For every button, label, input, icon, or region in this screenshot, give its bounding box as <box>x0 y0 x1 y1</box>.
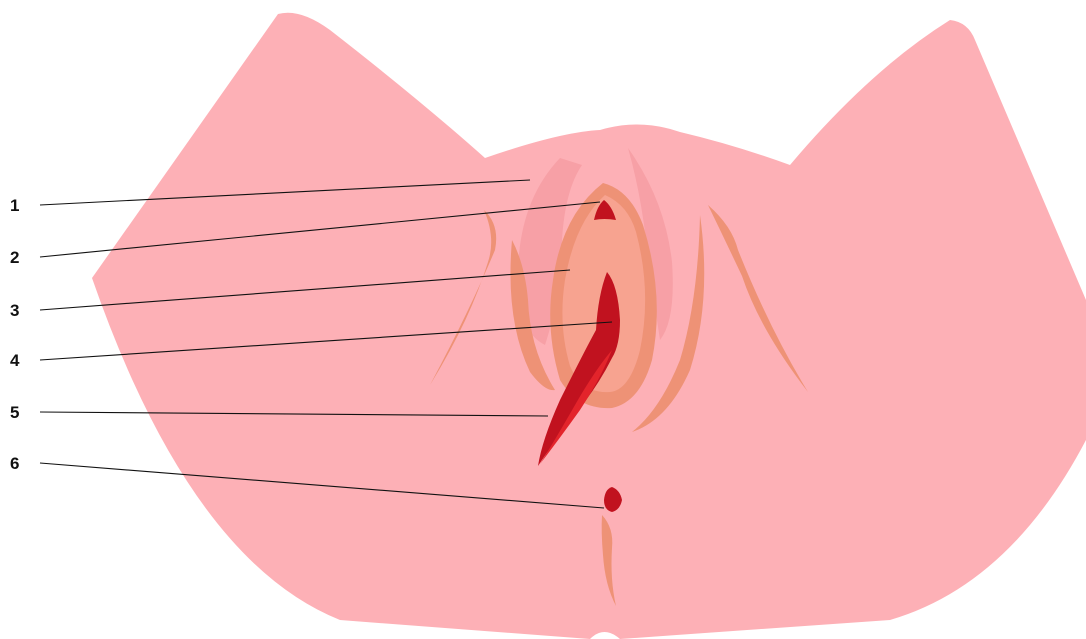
label-4: 4 <box>10 351 20 370</box>
label-3: 3 <box>10 301 19 320</box>
label-1: 1 <box>10 196 19 215</box>
label-2: 2 <box>10 248 19 267</box>
label-5: 5 <box>10 403 19 422</box>
label-6: 6 <box>10 454 19 473</box>
